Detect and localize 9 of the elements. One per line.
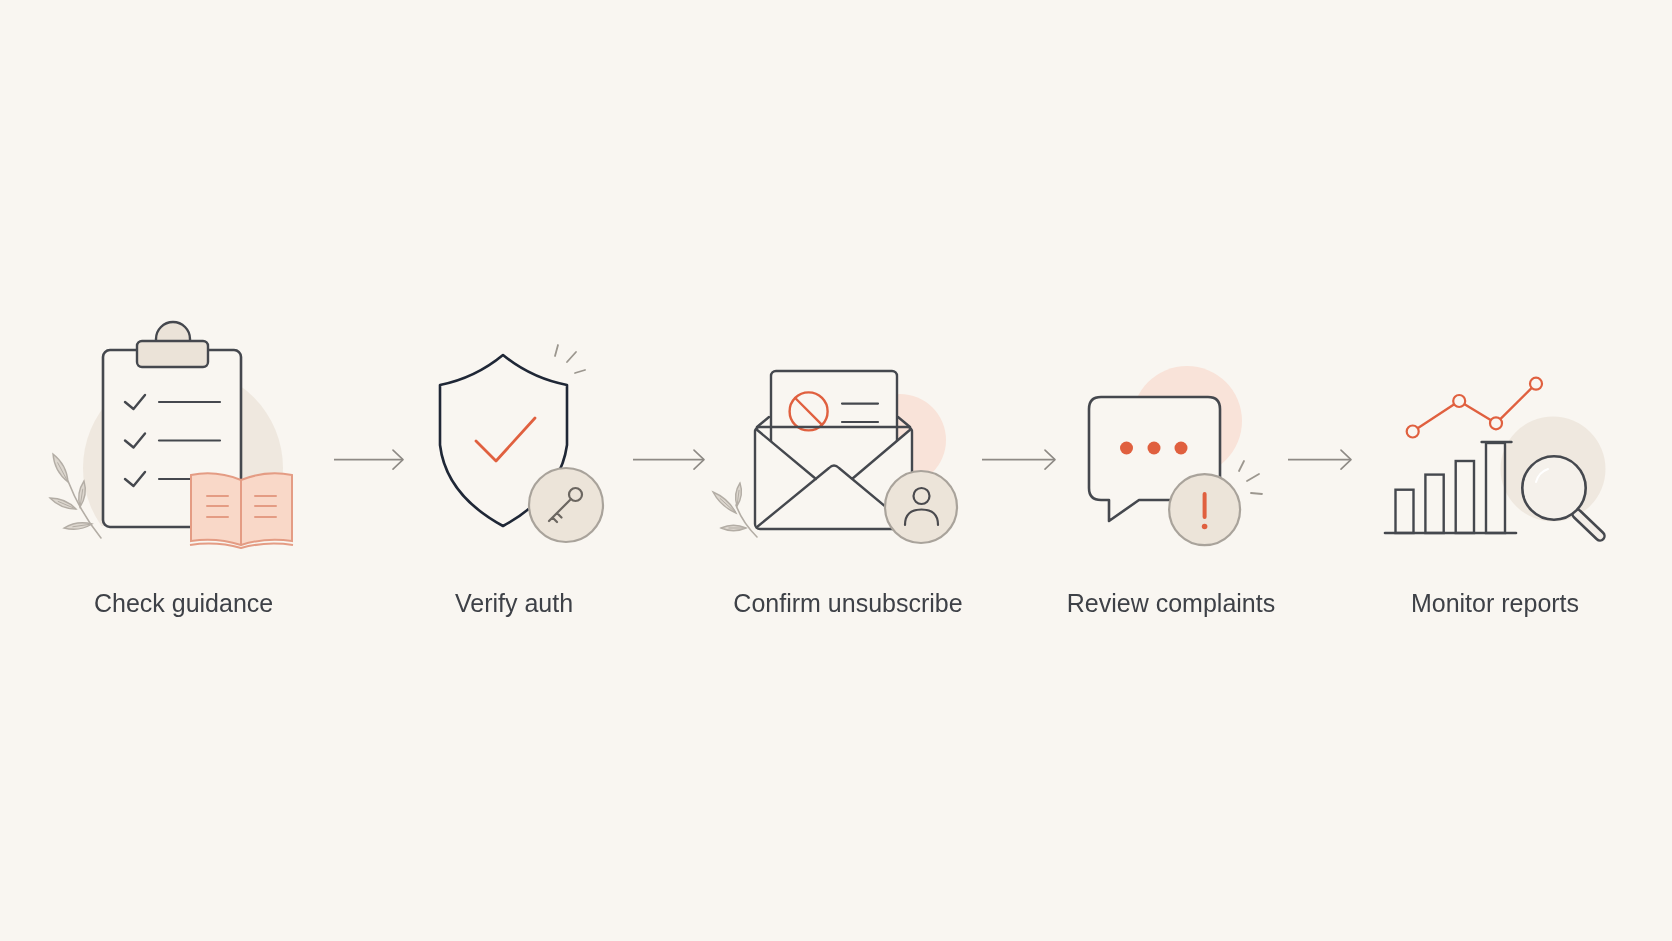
- arrow: [632, 449, 705, 470]
- arrow: [981, 449, 1056, 470]
- step-label: Check guidance: [93, 588, 274, 618]
- arrow: [333, 449, 404, 470]
- step-label: Review complaints: [1066, 588, 1276, 618]
- step-label: Monitor reports: [1410, 588, 1580, 618]
- step-label: Verify auth: [454, 588, 574, 618]
- arrow: [1287, 449, 1352, 470]
- step-label: Confirm unsubscribe: [733, 588, 963, 618]
